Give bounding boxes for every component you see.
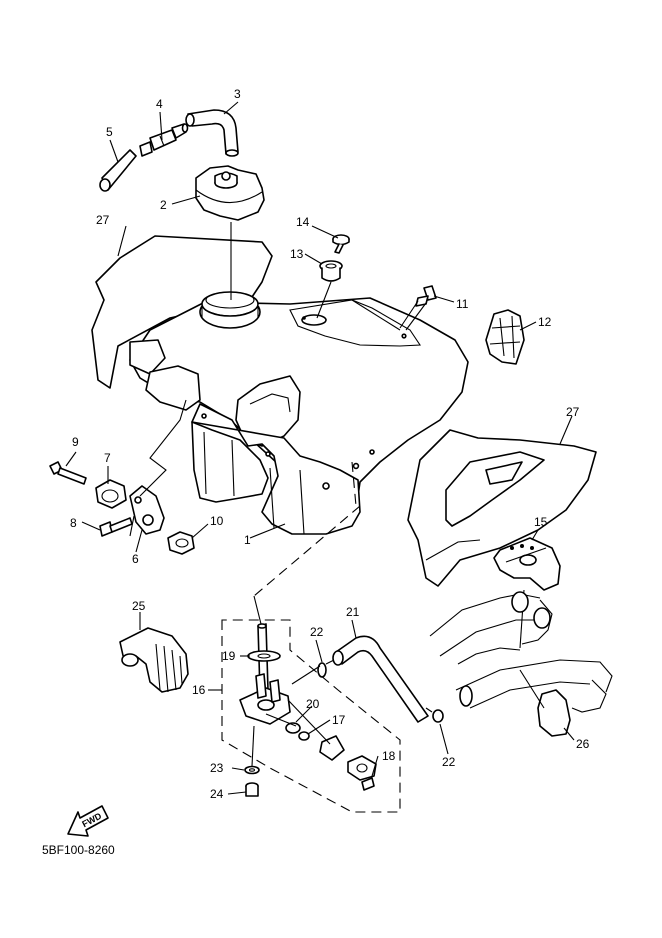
part-20-oring <box>285 722 301 734</box>
callout-13: 13 <box>290 247 304 261</box>
callout-11: 11 <box>456 297 469 311</box>
callout-27-left: 27 <box>96 213 110 227</box>
callout-21: 21 <box>346 605 360 619</box>
callout-14: 14 <box>296 215 310 229</box>
callout-18: 18 <box>382 749 396 763</box>
part-25-protector <box>119 627 189 693</box>
callout-22-lower: 22 <box>442 755 456 769</box>
callout-26: 26 <box>576 737 590 751</box>
band-guide-line <box>519 669 545 709</box>
part-27-left-graphic <box>91 235 273 389</box>
callout-23: 23 <box>210 761 224 775</box>
callout-20: 20 <box>306 697 320 711</box>
part-10-collar <box>167 531 195 555</box>
drawing-code: 5BF100-8260 <box>42 843 115 857</box>
part-5-hose <box>99 149 137 192</box>
bracket-guide-line-2 <box>129 515 135 537</box>
part-15-mount-rubber <box>493 537 561 591</box>
part-19-packing <box>247 650 281 662</box>
part-27-right-graphic <box>407 429 597 587</box>
part-18-lever-plate <box>319 735 377 791</box>
part-6-bracket <box>129 485 165 535</box>
callout-27-right: 27 <box>566 405 580 419</box>
part-9-bolt <box>49 461 87 485</box>
part-8-bolt <box>99 517 133 537</box>
cock-guide-line <box>253 505 361 597</box>
part-22-clip-upper <box>317 662 327 678</box>
cock-guide-line-2 <box>253 595 263 629</box>
assembly-guide-c <box>287 699 331 745</box>
part-1-fuel-tank <box>129 291 469 535</box>
part-13-damper <box>319 260 343 282</box>
hose-guide-b <box>325 659 335 665</box>
part-14-bolt <box>332 234 350 254</box>
part-4-check-valve <box>139 123 189 157</box>
callout-22-upper: 22 <box>310 625 324 639</box>
part-22-clip-lower <box>425 707 444 723</box>
part-3-breather-hose <box>185 109 239 157</box>
part-7-collar <box>95 479 127 509</box>
callout-12: 12 <box>538 315 552 329</box>
callout-25: 25 <box>132 599 146 613</box>
part-23-washer <box>244 765 260 775</box>
callout-9: 9 <box>72 435 79 449</box>
part-12-clip <box>485 309 525 365</box>
part-11-bolt <box>399 285 437 331</box>
part-17-oring <box>298 731 310 741</box>
callout-16: 16 <box>192 683 206 697</box>
bracket-guide-line <box>139 399 187 497</box>
part-24-screw <box>245 782 259 797</box>
callout-8: 8 <box>70 516 77 530</box>
assembly-guide-b <box>251 725 255 767</box>
forward-arrow-icon: FWD <box>67 805 109 837</box>
callout-15: 15 <box>534 515 548 529</box>
callout-24: 24 <box>210 787 224 801</box>
callout-17: 17 <box>332 713 346 727</box>
callout-1: 1 <box>244 533 251 547</box>
part-2-fuel-cap <box>195 165 265 221</box>
callout-5: 5 <box>106 125 113 139</box>
callout-7: 7 <box>104 451 111 465</box>
callout-3: 3 <box>234 87 241 101</box>
part-16-fuel-cock <box>239 623 291 725</box>
part-16-assembly-box <box>221 619 401 813</box>
hose-guide-a <box>291 665 321 685</box>
callout-19: 19 <box>222 649 236 663</box>
part-21-fuel-hose <box>332 635 429 723</box>
callout-6: 6 <box>132 552 139 566</box>
assembly-guide-a <box>265 713 297 727</box>
callout-4: 4 <box>156 97 163 111</box>
frame-section <box>429 591 613 713</box>
callout-10: 10 <box>210 514 224 528</box>
callout-labels: 1 2 3 4 5 6 7 8 9 10 11 12 13 14 15 16 1… <box>70 87 590 801</box>
callout-2: 2 <box>160 198 167 212</box>
callout-leaders <box>65 101 575 795</box>
damper-guide-line <box>316 281 332 319</box>
